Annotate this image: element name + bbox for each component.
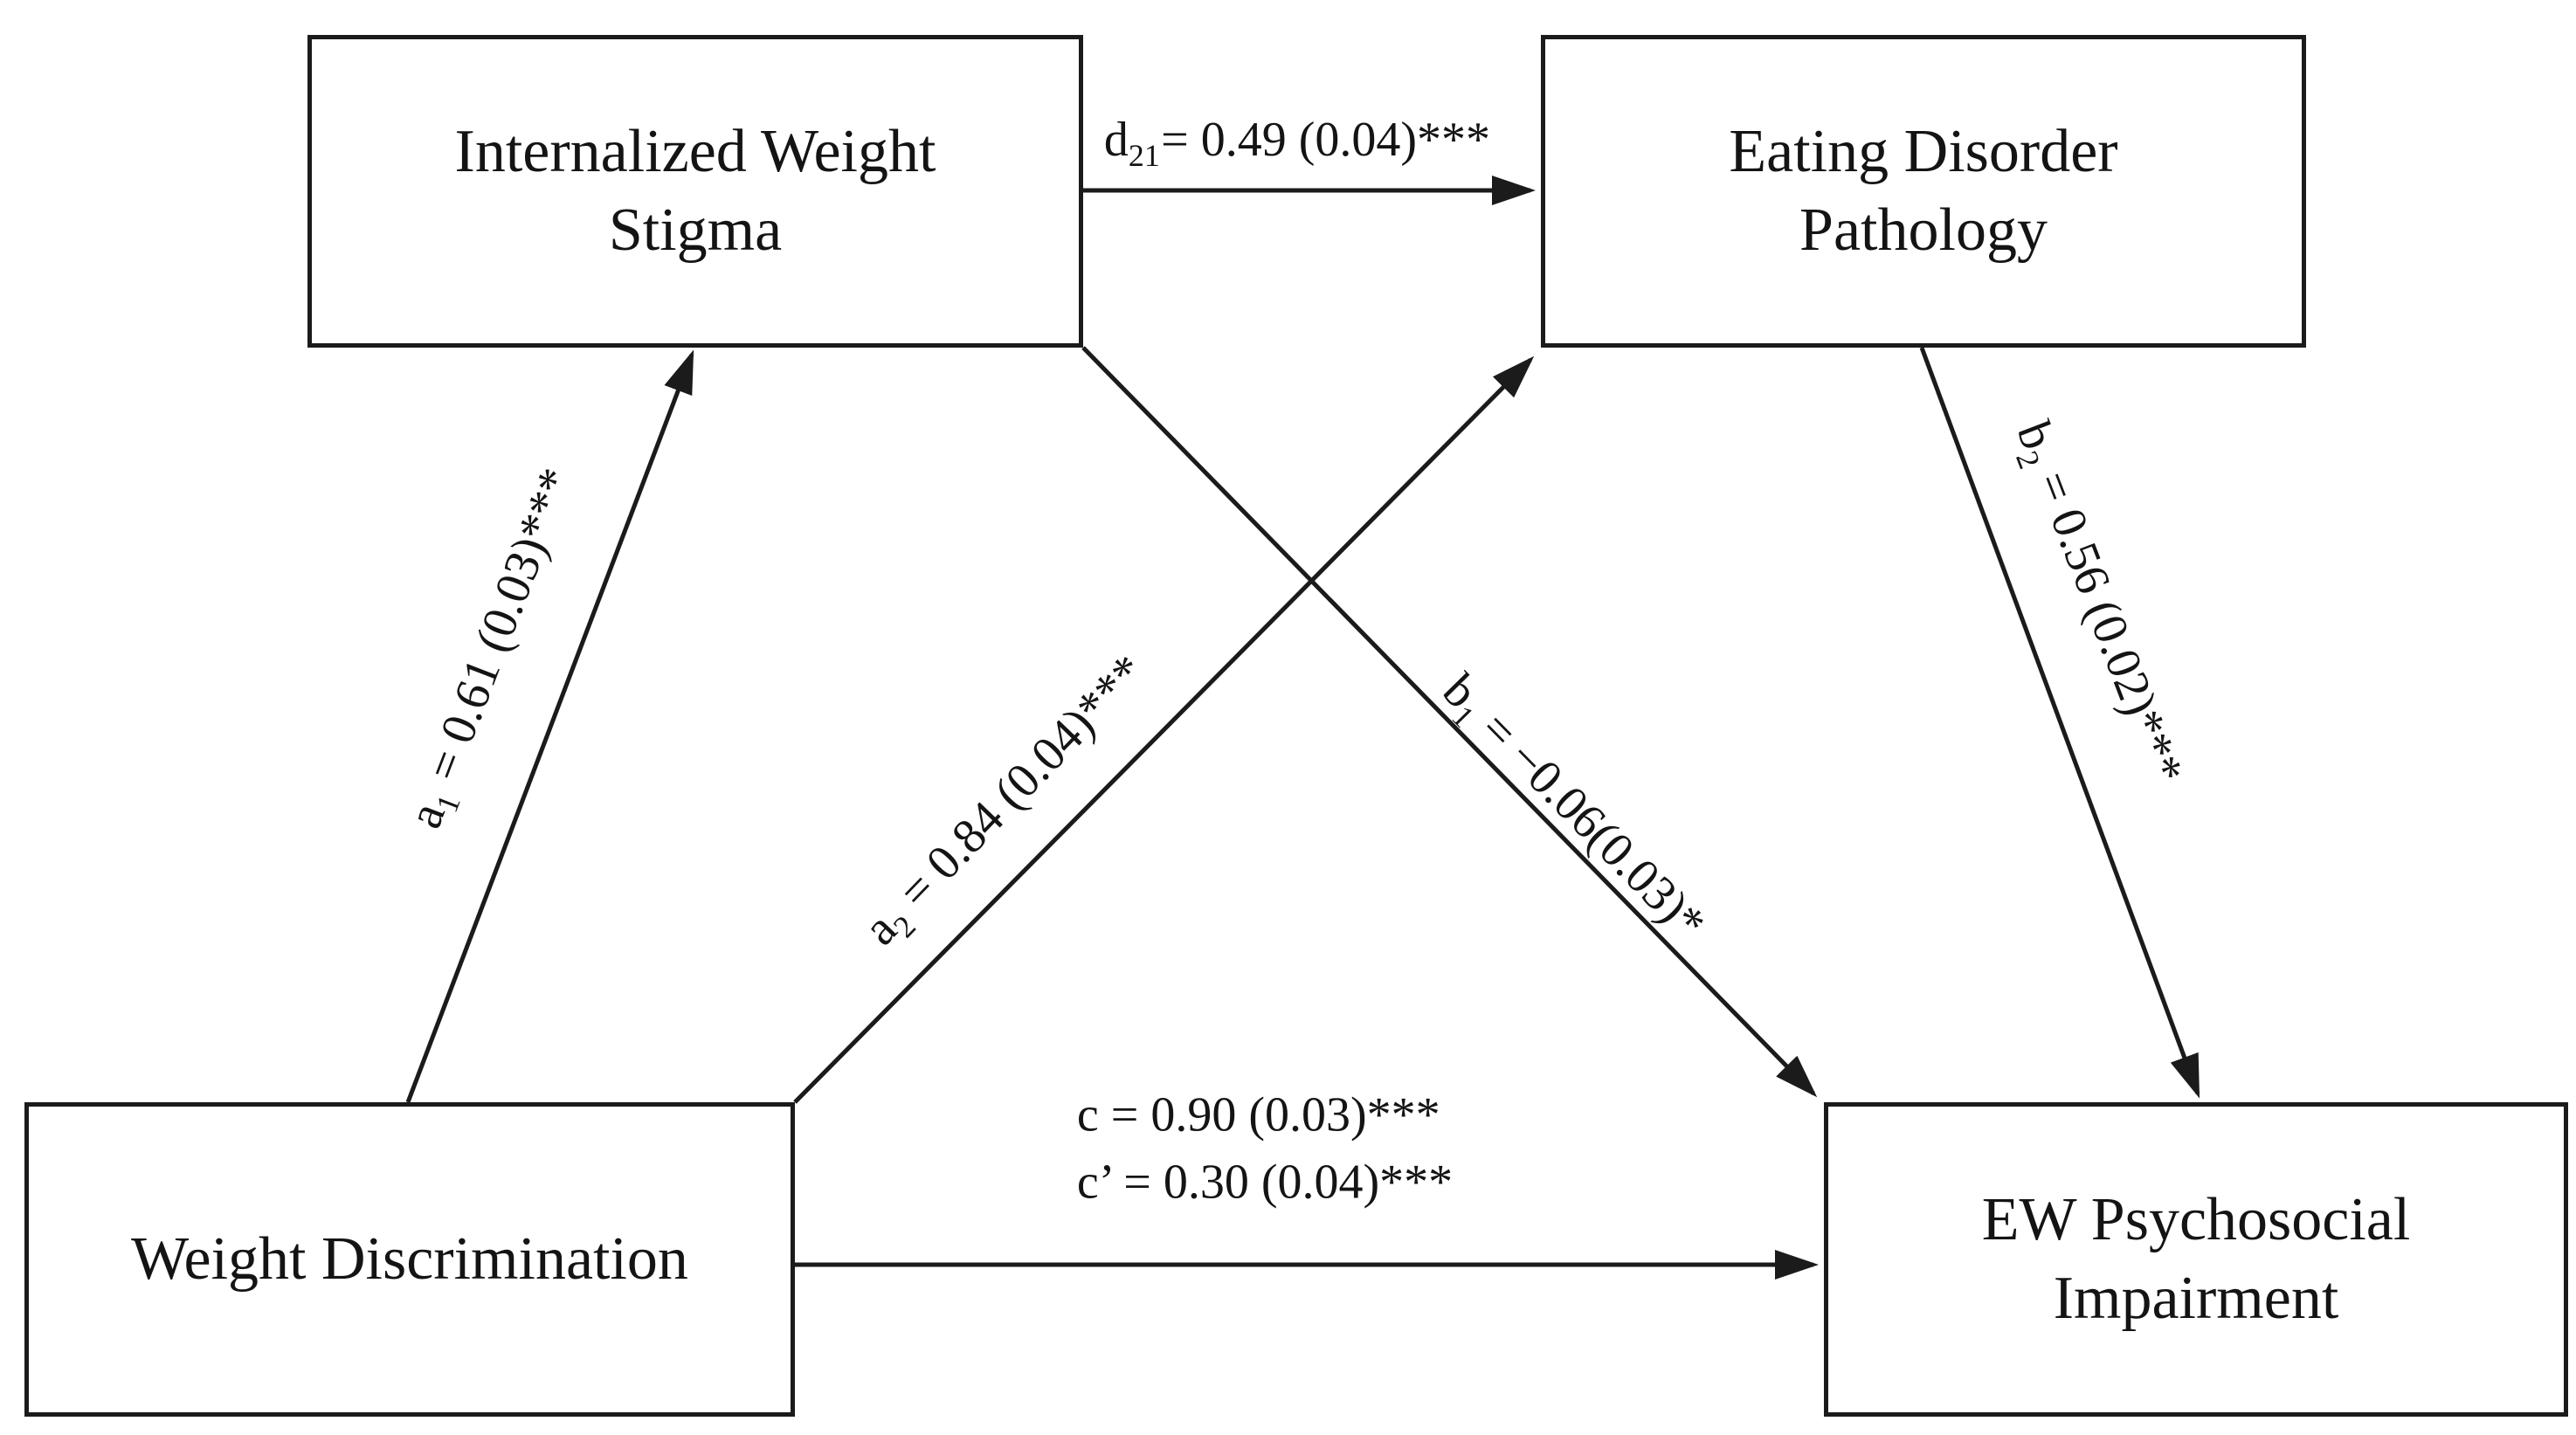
box-label-ew-psychosocial-impairment: EW Psychosocial Impairment bbox=[1981, 1186, 2411, 1332]
arrow-a2 bbox=[793, 355, 1535, 1104]
box-internalized-weight-stigma: Internalized Weight Stigma bbox=[307, 35, 1083, 348]
box-label-weight-discrimination: Weight Discrimination bbox=[131, 1225, 688, 1294]
path-d21-value: = 0.49 (0.04)*** bbox=[1161, 113, 1491, 167]
arrow-b1 bbox=[1081, 346, 1818, 1098]
path-d21-letter: d bbox=[1103, 113, 1129, 167]
box-weight-discrimination: Weight Discrimination bbox=[24, 1102, 795, 1417]
path-label-c: c = 0.90 (0.03)*** c’ = 0.30 (0.04)*** bbox=[1077, 1082, 1453, 1218]
box-label-eating-disorder-pathology: Eating Disorder Pathology bbox=[1729, 118, 2118, 264]
box-label-internalized-weight-stigma: Internalized Weight Stigma bbox=[454, 118, 936, 264]
box-ew-psychosocial-impairment: EW Psychosocial Impairment bbox=[1824, 1102, 2568, 1417]
path-label-d21: d21= 0.49 (0.04)*** bbox=[1103, 112, 1491, 173]
path-c-total-effect: c = 0.90 (0.03)*** bbox=[1076, 1087, 1440, 1142]
arrow-b2 bbox=[1919, 347, 2200, 1099]
arrow-a1 bbox=[405, 349, 694, 1103]
box-eating-disorder-pathology: Eating Disorder Pathology bbox=[1541, 35, 2306, 348]
path-d21-subscript: 21 bbox=[1128, 138, 1160, 174]
path-c-direct-effect: c’ = 0.30 (0.04)*** bbox=[1076, 1156, 1454, 1210]
